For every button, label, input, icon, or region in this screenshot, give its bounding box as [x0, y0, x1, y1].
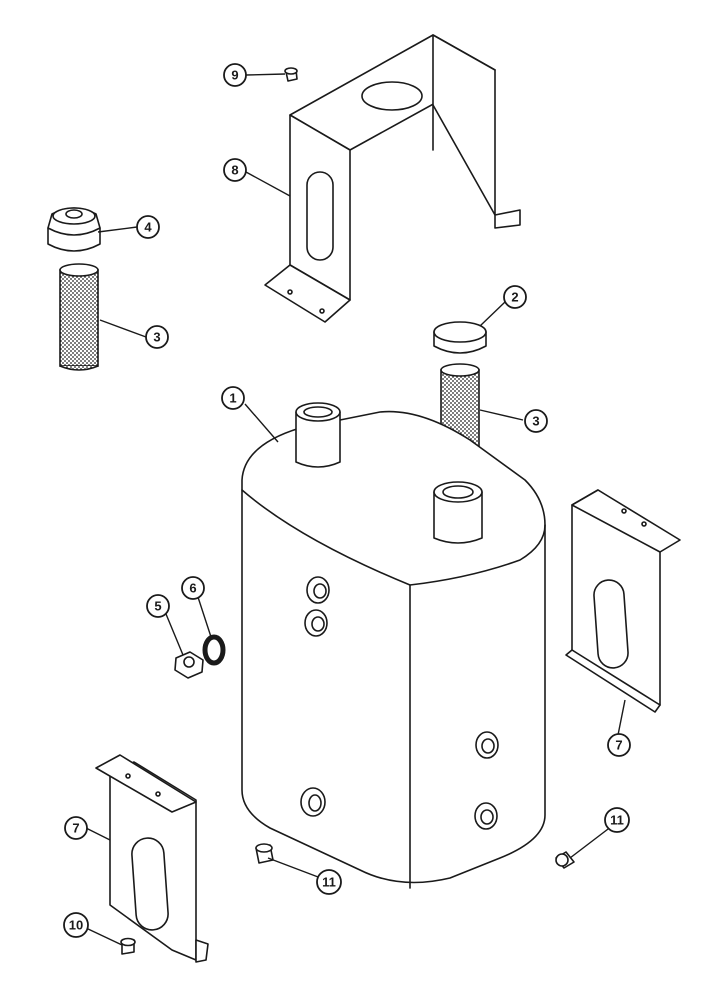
port-boss	[474, 802, 498, 830]
svg-text:11: 11	[322, 875, 336, 890]
mounting-bracket-right	[565, 489, 681, 713]
washer	[202, 634, 226, 666]
svg-text:6: 6	[189, 581, 196, 596]
mounting-bracket-left	[95, 754, 209, 963]
callout-c8: 8	[223, 158, 247, 182]
port-boss	[475, 731, 499, 759]
svg-text:11: 11	[610, 813, 624, 828]
callout-c7b: 7	[64, 816, 88, 840]
callout-c11b: 11	[604, 807, 630, 833]
bolt	[284, 67, 298, 82]
drain-plug	[255, 843, 274, 864]
callout-c9: 9	[223, 63, 247, 87]
svg-text:1: 1	[229, 391, 236, 406]
svg-text:3: 3	[153, 330, 160, 345]
callout-c2: 2	[503, 285, 527, 309]
svg-text:2: 2	[511, 290, 518, 305]
callout-c3a: 3	[145, 325, 169, 349]
filler-cap	[47, 207, 101, 252]
callout-c1: 1	[221, 386, 245, 410]
reservoir-tank	[241, 402, 546, 889]
svg-text:7: 7	[72, 821, 79, 836]
leader-lines	[85, 73, 626, 946]
callout-c7a: 7	[607, 733, 631, 757]
svg-text:9: 9	[231, 68, 238, 83]
svg-text:5: 5	[154, 599, 161, 614]
port-boss	[306, 576, 330, 604]
drain-plug	[555, 851, 575, 869]
svg-text:8: 8	[231, 163, 238, 178]
u-bracket	[264, 34, 521, 323]
breather-cap	[433, 321, 487, 354]
fitting	[174, 651, 204, 679]
callout-c5: 5	[146, 594, 170, 618]
port-boss	[300, 787, 326, 817]
callout-c6: 6	[181, 576, 205, 600]
svg-text:4: 4	[144, 220, 152, 235]
callout-c4: 4	[136, 215, 160, 239]
callout-c11a: 11	[316, 869, 342, 895]
plug	[120, 937, 136, 955]
callout-c3b: 3	[524, 409, 548, 433]
svg-text:3: 3	[532, 414, 539, 429]
callout-c10: 10	[63, 912, 89, 938]
strainer-left	[59, 263, 99, 371]
port-boss	[304, 609, 328, 637]
svg-text:7: 7	[615, 738, 622, 753]
svg-text:10: 10	[69, 918, 83, 933]
